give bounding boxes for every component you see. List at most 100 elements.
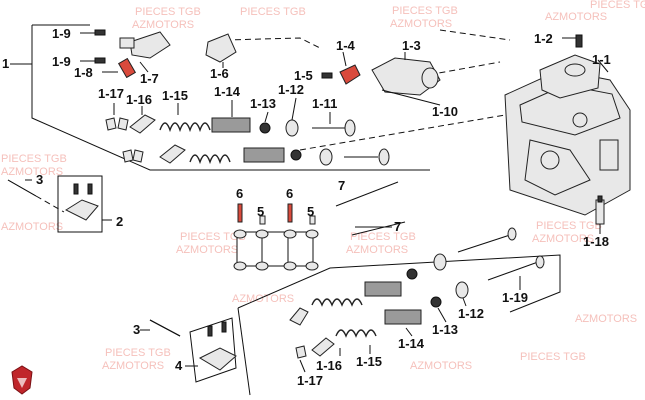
rocker-shaft-outline [7,179,37,197]
lower-frame-left [237,307,251,396]
callout-1-17: 1-17 [297,373,323,388]
housing-shape [129,31,171,59]
dashed-guide [399,61,501,81]
callout-5: 5 [307,204,314,219]
callout-1-5: 1-5 [294,68,313,83]
callout-1-12: 1-12 [278,82,304,97]
upper-valve-train [105,97,356,137]
callout-6: 6 [236,186,243,201]
head-fin [599,139,619,171]
shim [233,261,247,271]
cam-holder-body [371,57,441,96]
rocker-arm [198,347,237,371]
callout-1-9: 1-9 [52,26,71,41]
callout-1-3: 1-3 [402,38,421,53]
valve-spring-outer [311,298,363,307]
combustion-side [524,139,591,196]
valve-rod [487,261,539,281]
upper-assembly-frame [31,25,430,171]
spark-plug-body [595,199,605,225]
lower-valve-train [289,253,447,326]
brand-logo [11,365,33,395]
rocker-arm [64,199,99,221]
callout-1-13-leader [437,307,447,323]
watermark-text: AZMOTORS [176,244,238,256]
watermark-text: AZMOTORS [532,233,594,245]
callout-1-2: 1-2 [534,31,553,46]
valve-stem-seal [259,122,271,134]
valve-cotter [289,307,309,326]
valve-retainer [129,114,156,134]
watermark-text: PIECES TGB [180,231,246,243]
valve-head [344,119,356,137]
part-1-3-cam-holder [371,52,441,96]
callout-1: 1 [2,56,9,71]
shim [255,229,269,239]
rocker-box [189,317,237,383]
part-1-7-housing [119,31,171,73]
callout-1-4: 1-4 [336,38,356,53]
watermark-text: AZMOTORS [132,19,194,31]
valve-spring-outer [159,122,211,133]
callout-1-15: 1-15 [356,354,382,369]
callout-5: 5 [257,204,264,219]
valve-stem-seal [290,149,302,161]
housing-pipe [119,37,135,49]
callout-1-9: 1-9 [52,54,71,69]
rod-end [507,227,517,241]
watermark-text: AZMOTORS [1,221,63,233]
valve-spring-inner [243,147,285,163]
dowel-pin [287,203,293,223]
watermark-text: PIECES TGB [240,6,306,18]
valve-spring-outer [189,154,231,165]
cam-holder-bore [421,67,439,89]
shim [283,261,297,271]
callout-1-6: 1-6 [210,66,229,81]
shim [305,229,319,239]
callout-1-12: 1-12 [458,306,484,321]
part-1-19-rods [457,227,545,290]
callout-1-18: 1-18 [583,234,609,249]
spark-plug-tip [597,195,603,203]
callout-1-12-leader [462,297,467,307]
part-1-4-plate [339,51,361,85]
callout-1-4-leader [342,51,347,67]
spring-seat-washer [285,119,299,137]
callout-1-1: 1-1 [592,52,611,67]
rod-shape [381,89,441,106]
dashed-guide [439,29,511,41]
part-1-6-cap [205,33,237,68]
valve-spring-inner [364,281,402,297]
watermark-text: AZMOTORS [545,11,607,23]
assembly-frames [10,24,596,396]
rocker-screw [221,321,227,333]
callout-1-7-leader [139,61,149,73]
rocker-screw [73,183,79,195]
callout-1-7: 1-7 [140,71,159,86]
valve-spring-outer [335,329,377,338]
logo-mark [17,378,27,388]
watermark-text: AZMOTORS [575,313,637,325]
rocker-shaft-outline [149,319,181,337]
rocker-group-upper [7,175,112,233]
valve-cotter [122,149,134,163]
dashed-guide [299,114,506,151]
callout-1-17: 1-17 [98,86,124,101]
valve-head [378,148,390,166]
callout-1-19: 1-19 [502,290,528,305]
watermark-text: PIECES TGB [1,153,67,165]
watermark-text: AZMOTORS [232,293,294,305]
spring-seat-washer [433,253,447,271]
callout-3: 3 [133,322,140,337]
watermark-text: PIECES TGB [105,347,171,359]
rod-end [535,255,545,269]
callout-1-16: 1-16 [316,358,342,373]
watermark-text: AZMOTORS [390,18,452,30]
bolt-shape [575,34,583,48]
shim-grid [233,203,319,271]
watermark-text: AZMOTORS [410,360,472,372]
seal [309,215,316,225]
valve-spring-inner [384,309,422,325]
